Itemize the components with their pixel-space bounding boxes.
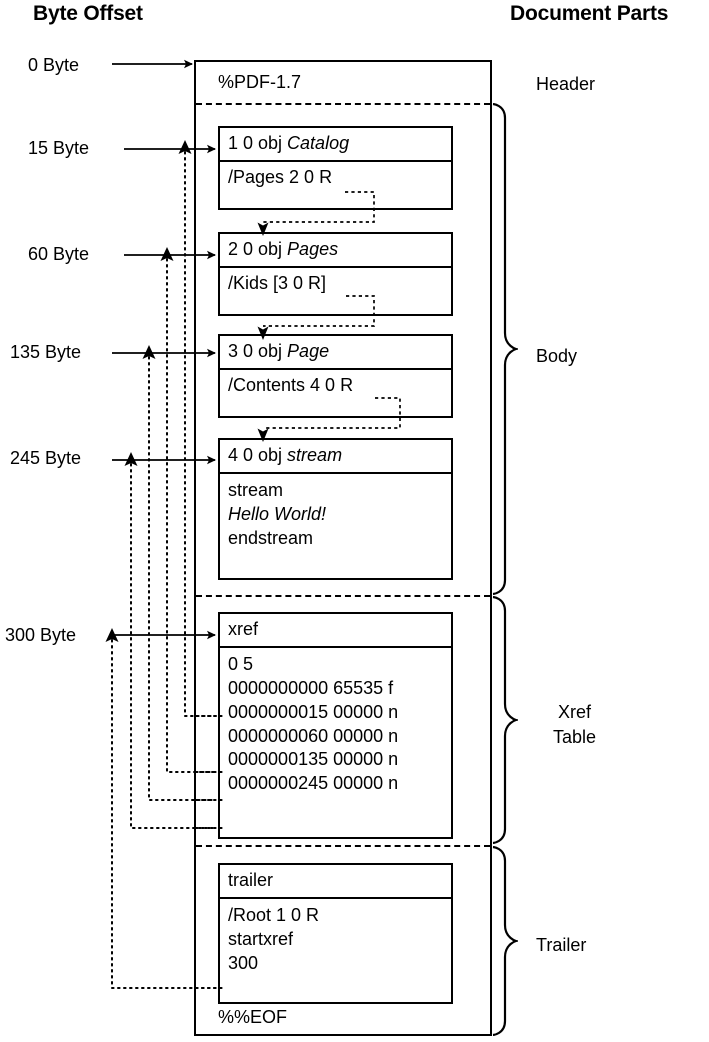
- brace-trailer: [492, 846, 518, 1036]
- brace-body: [492, 103, 518, 595]
- object-title-italic-catalog: Catalog: [287, 133, 350, 153]
- part-label-xref-line1: Xref: [558, 702, 592, 722]
- object-box-pages: 2 0 obj Pages /Kids [3 0 R]: [218, 232, 453, 316]
- document-parts-heading: Document Parts: [510, 2, 669, 25]
- xref-line-4: 0000000135 00000 n: [228, 749, 399, 770]
- offset-label-135: 135 Byte: [10, 342, 82, 362]
- xref-title: xref: [228, 619, 259, 639]
- object-title-plain-page: 3 0 obj: [228, 341, 288, 361]
- part-label-header: Header: [536, 74, 596, 94]
- object-body-catalog: /Pages 2 0 R: [220, 160, 451, 194]
- object-body-page: /Contents 4 0 R: [220, 368, 451, 402]
- object-title-stream: 4 0 obj stream: [220, 440, 451, 472]
- arrowhead-up-245: [124, 452, 138, 466]
- xref-box: xref 0 5 0000000000 65535 f 0000000015 0…: [218, 612, 453, 839]
- stream-line-2: endstream: [228, 527, 314, 548]
- xref-line-2: 0000000015 00000 n: [228, 701, 399, 722]
- object-box-catalog: 1 0 obj Catalog /Pages 2 0 R: [218, 126, 453, 210]
- trailer-line-1: startxref: [228, 929, 294, 950]
- pdf-header-text: %PDF-1.7: [218, 72, 302, 92]
- object-title-plain-pages: 2 0 obj: [228, 239, 288, 259]
- object-title-italic-page: Page: [287, 341, 330, 361]
- offset-label-300: 300 Byte: [5, 625, 77, 645]
- arrowhead-up-15: [178, 140, 192, 154]
- trailer-line-2: 300: [228, 952, 259, 973]
- object-body-pages: /Kids [3 0 R]: [220, 266, 451, 300]
- part-label-trailer: Trailer: [536, 935, 587, 955]
- arrowhead-up-60: [160, 247, 174, 261]
- connector-arrowheads: [105, 140, 192, 642]
- xref-line-5: 0000000245 00000 n: [228, 773, 399, 794]
- separator-header-body: [196, 103, 490, 105]
- arrowhead-up-135: [142, 345, 156, 359]
- offset-label-15: 15 Byte: [28, 138, 90, 158]
- part-label-body: Body: [536, 346, 578, 366]
- part-label-xref-line2: Table: [553, 726, 597, 747]
- xref-line-1: 0000000000 65535 f: [228, 678, 394, 699]
- object-title-catalog: 1 0 obj Catalog: [220, 128, 451, 160]
- stream-line-0: stream: [228, 480, 284, 501]
- object-title-italic-pages: Pages: [287, 239, 339, 259]
- object-box-stream: 4 0 obj stream stream Hello World! endst…: [218, 438, 453, 580]
- object-box-page: 3 0 obj Page /Contents 4 0 R: [218, 334, 453, 418]
- object-title-pages: 2 0 obj Pages: [220, 234, 451, 266]
- separator-xref-trailer: [196, 845, 490, 847]
- part-label-xref: Xref Table: [553, 700, 596, 750]
- brace-xref: [492, 596, 518, 844]
- offset-label-0: 0 Byte: [28, 55, 80, 75]
- trailer-title: trailer: [228, 870, 274, 890]
- trailer-box: trailer /Root 1 0 R startxref 300: [218, 863, 453, 1004]
- object-title-page: 3 0 obj Page: [220, 336, 451, 368]
- object-title-italic-stream: stream: [287, 445, 343, 465]
- object-body-stream: stream Hello World! endstream: [220, 472, 451, 556]
- offset-label-245: 245 Byte: [10, 448, 82, 468]
- trailer-entries: /Root 1 0 R startxref 300: [220, 897, 451, 981]
- object-title-plain-stream: 4 0 obj: [228, 445, 288, 465]
- offset-label-60: 60 Byte: [28, 244, 90, 264]
- xref-entries: 0 5 0000000000 65535 f 0000000015 00000 …: [220, 646, 451, 802]
- arrowhead-up-300: [105, 628, 119, 642]
- separator-body-xref: [196, 595, 490, 597]
- xref-line-0: 0 5: [228, 654, 254, 675]
- stream-line-1: Hello World!: [228, 504, 327, 525]
- byte-offset-heading: Byte Offset: [33, 2, 143, 25]
- trailer-line-0: /Root 1 0 R: [228, 905, 320, 926]
- eof-marker: %%EOF: [218, 1007, 288, 1027]
- xref-line-3: 0000000060 00000 n: [228, 725, 399, 746]
- object-title-plain-catalog: 1 0 obj: [228, 133, 288, 153]
